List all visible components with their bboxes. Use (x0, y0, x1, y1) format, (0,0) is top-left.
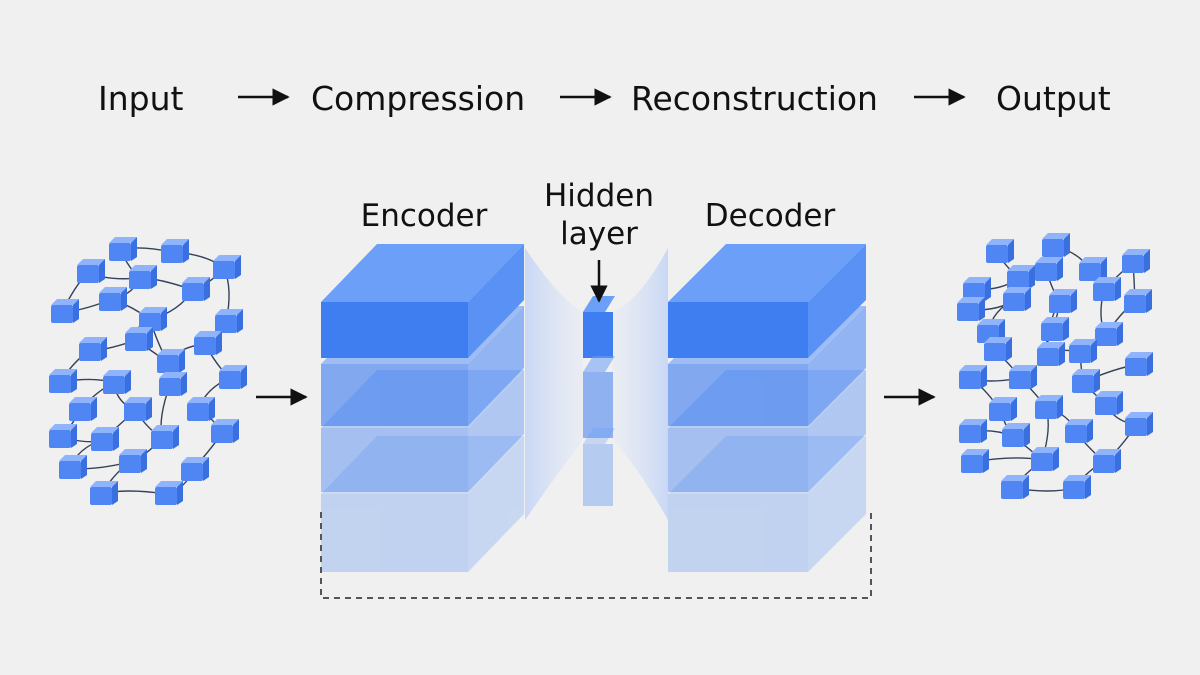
output-node-23 (989, 397, 1017, 421)
hidden-layer-stack (583, 296, 615, 506)
input-node-7 (99, 287, 127, 311)
output-node-19 (1125, 352, 1153, 376)
encoder-label: Encoder (361, 198, 488, 234)
input-node-22 (49, 424, 77, 448)
input-node-12 (125, 327, 153, 351)
encoder-stack (321, 244, 524, 572)
decoder-slab-1 (668, 244, 866, 358)
encoder-funnel (525, 248, 583, 520)
hidden-label-line1: Hidden (544, 178, 654, 214)
input-node-25 (211, 419, 239, 443)
input-node-18 (69, 397, 97, 421)
output-node-20 (959, 365, 987, 389)
input-node-9 (139, 307, 167, 331)
output-node-10 (957, 297, 985, 321)
output-network (957, 233, 1153, 499)
stage-input-label: Input (98, 79, 184, 118)
output-node-2 (1042, 233, 1070, 257)
output-node-30 (961, 449, 989, 473)
output-node-18 (1069, 339, 1097, 363)
output-node-21 (1009, 365, 1037, 389)
input-node-13 (157, 349, 185, 373)
input-node-8 (182, 277, 210, 301)
output-node-12 (1049, 289, 1077, 313)
stage-output-label: Output (996, 79, 1111, 118)
input-node-11 (79, 337, 107, 361)
hidden-slab-3 (583, 428, 615, 506)
encoder-slab-4 (321, 436, 524, 572)
input-node-19 (124, 397, 152, 421)
output-node-14 (1041, 317, 1069, 341)
input-node-10 (215, 309, 243, 333)
encoder-slab-1 (321, 244, 524, 358)
output-node-26 (959, 419, 987, 443)
output-node-17 (1037, 342, 1065, 366)
input-node-14 (194, 331, 222, 355)
input-node-3 (77, 259, 105, 283)
input-node-2 (161, 239, 189, 263)
stage-compression-label: Compression (311, 79, 525, 118)
output-node-34 (1063, 475, 1091, 499)
output-node-1 (986, 239, 1014, 263)
input-node-20 (159, 372, 187, 396)
input-node-27 (119, 449, 147, 473)
input-node-30 (155, 481, 183, 505)
output-node-16 (984, 337, 1012, 361)
stage-reconstruction-label: Reconstruction (631, 79, 878, 118)
output-node-7 (1079, 257, 1107, 281)
input-node-28 (181, 457, 209, 481)
input-node-23 (91, 427, 119, 451)
output-node-8 (1093, 277, 1121, 301)
decoder-stack (668, 244, 866, 572)
hidden-slab-1 (583, 296, 615, 358)
output-node-24 (1035, 395, 1063, 419)
output-node-25 (1095, 391, 1123, 415)
output-node-6 (1035, 257, 1063, 281)
output-node-32 (1093, 449, 1121, 473)
output-node-27 (1002, 423, 1030, 447)
output-node-3 (1122, 249, 1150, 273)
decoder-funnel (613, 248, 668, 520)
output-node-9 (1124, 289, 1152, 313)
output-node-31 (1031, 447, 1059, 471)
input-node-29 (90, 481, 118, 505)
output-node-28 (1065, 419, 1093, 443)
output-node-22 (1072, 369, 1100, 393)
input-node-17 (219, 365, 247, 389)
decoder-slab-4 (668, 436, 866, 572)
input-node-4 (129, 265, 157, 289)
pipeline-header: Input Compression Reconstruction Output (98, 79, 1111, 118)
decoder-label: Decoder (705, 198, 836, 234)
output-node-4 (963, 277, 991, 301)
input-node-15 (49, 369, 77, 393)
input-node-5 (213, 255, 241, 279)
input-node-16 (103, 370, 131, 394)
input-node-1 (109, 237, 137, 261)
input-network (49, 237, 247, 505)
input-node-24 (151, 425, 179, 449)
hidden-slab-2 (583, 356, 615, 438)
input-node-6 (51, 299, 79, 323)
hidden-label-line2: layer (560, 216, 638, 252)
output-node-29 (1125, 412, 1153, 436)
output-node-33 (1001, 475, 1029, 499)
output-node-5 (1007, 265, 1035, 289)
input-node-21 (187, 397, 215, 421)
output-node-11 (1003, 287, 1031, 311)
input-node-26 (59, 455, 87, 479)
output-node-15 (1095, 322, 1123, 346)
